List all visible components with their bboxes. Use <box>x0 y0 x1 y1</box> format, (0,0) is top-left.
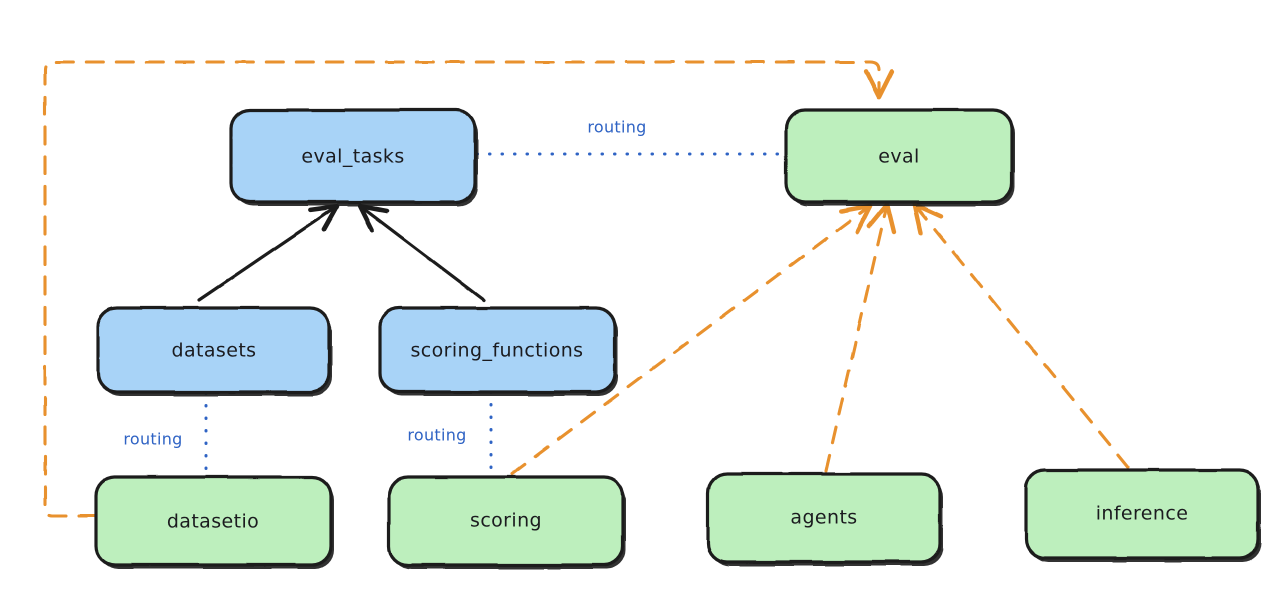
node-scoring_functions-label: scoring_functions <box>411 340 584 362</box>
edge-layer <box>43 60 1130 518</box>
edge-agents-eval[interactable] <box>824 201 897 473</box>
node-layer: eval_tasks eval datasets scoring_functio… <box>94 108 1261 569</box>
node-inference-shape <box>1024 468 1260 560</box>
node-scoring_functions-shape <box>378 306 617 394</box>
node-datasets-label: datasets <box>172 340 257 362</box>
node-eval_tasks-shape <box>229 108 477 204</box>
node-agents-shape <box>706 472 942 564</box>
node-datasetio[interactable]: datasetio <box>94 475 334 569</box>
edge-label-routing-eval_tasks-eval: routing <box>587 118 646 137</box>
node-scoring-label: scoring <box>470 510 542 532</box>
node-scoring_functions[interactable]: scoring_functions <box>378 306 618 396</box>
edge-label-layer: routing routing routing <box>123 118 646 449</box>
edge-inference-eval[interactable] <box>912 202 1130 469</box>
edge-scoring_functions-eval_tasks[interactable] <box>357 203 486 302</box>
node-agents[interactable]: agents <box>706 472 943 566</box>
node-scoring[interactable]: scoring <box>387 475 626 569</box>
edge-label-routing-scoring_functions-scoring: routing <box>407 426 466 445</box>
node-eval_tasks[interactable]: eval_tasks <box>229 108 478 206</box>
node-eval-shape <box>784 108 1014 204</box>
node-datasets[interactable]: datasets <box>96 306 332 396</box>
node-datasetio-label: datasetio <box>167 511 259 533</box>
edge-label-routing-datasets-datasetio: routing <box>123 430 182 449</box>
node-agents-label: agents <box>790 507 857 529</box>
edge-scoring-eval[interactable] <box>510 203 873 476</box>
node-eval[interactable]: eval <box>784 108 1015 206</box>
node-eval_tasks-label: eval_tasks <box>301 146 404 168</box>
edge-datasets-eval_tasks[interactable] <box>197 204 340 302</box>
node-inference[interactable]: inference <box>1024 468 1261 562</box>
node-eval-label: eval <box>878 146 919 168</box>
node-inference-label: inference <box>1096 503 1189 525</box>
node-datasets-shape <box>96 306 331 394</box>
node-scoring-shape <box>387 475 625 567</box>
edge-datasetio-eval[interactable] <box>43 60 895 518</box>
node-datasetio-shape <box>94 475 333 567</box>
